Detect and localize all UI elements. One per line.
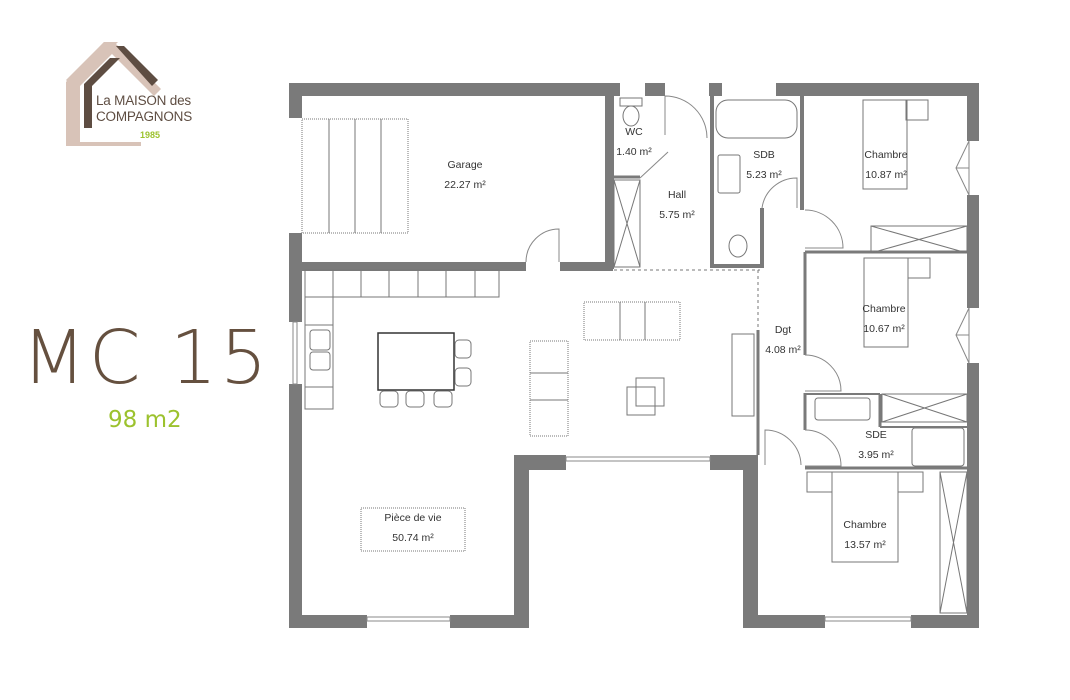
- room-area: 5.75 m²: [659, 209, 695, 221]
- windows: [292, 140, 970, 622]
- room-name: WC: [625, 126, 643, 138]
- interior-walls: [614, 96, 967, 470]
- room-name: SDB: [753, 149, 775, 161]
- furniture: [301, 97, 968, 614]
- room-area: 1.40 m²: [616, 146, 652, 158]
- room-name: Chambre: [843, 519, 887, 531]
- model-title: MC 15: [22, 315, 271, 401]
- room-name: Chambre: [864, 149, 908, 161]
- door-swings: [525, 95, 844, 467]
- room-dgt: Dgt 4.08 m²: [765, 320, 801, 360]
- room-chambre-1: Chambre 10.87 m²: [864, 145, 907, 185]
- room-name: Pièce de vie: [384, 512, 442, 524]
- room-hall: Hall 5.75 m²: [659, 185, 695, 225]
- room-name: SDE: [865, 429, 887, 441]
- room-area: 10.67 m²: [863, 323, 905, 335]
- room-area: 22.27 m²: [444, 179, 486, 191]
- room-sdb: SDB 5.23 m²: [746, 145, 782, 185]
- room-area: 10.87 m²: [865, 169, 907, 181]
- room-area: 4.08 m²: [765, 344, 801, 356]
- room-name: Hall: [667, 189, 687, 201]
- brand-logo-icon: [66, 42, 161, 146]
- brand-name-line1: La MAISON des: [96, 93, 191, 108]
- brand-name-line2: COMPAGNONS: [96, 109, 193, 124]
- room-garage: Garage 22.27 m²: [444, 155, 485, 195]
- room-sde: SDE 3.95 m²: [858, 425, 894, 465]
- room-area: 50.74 m²: [392, 532, 434, 544]
- room-wc: WC 1.40 m²: [616, 122, 652, 162]
- room-chambre-3: Chambre 13.57 m²: [843, 515, 886, 555]
- room-area: 13.57 m²: [844, 539, 886, 551]
- brand-name: La MAISON des COMPAGNONS: [96, 93, 192, 125]
- room-name: Garage: [447, 159, 483, 171]
- room-piece-de-vie: Pièce de vie 50.74 m²: [384, 508, 441, 548]
- walls: [289, 83, 979, 628]
- room-name: Chambre: [862, 303, 906, 315]
- room-name: Dgt: [774, 324, 792, 336]
- brand-year: 1985: [140, 130, 161, 140]
- room-area: 3.95 m²: [858, 449, 894, 461]
- room-area: 5.23 m²: [746, 169, 782, 181]
- model-area: 98 m2: [108, 407, 182, 433]
- room-chambre-2: Chambre 10.67 m²: [862, 299, 905, 339]
